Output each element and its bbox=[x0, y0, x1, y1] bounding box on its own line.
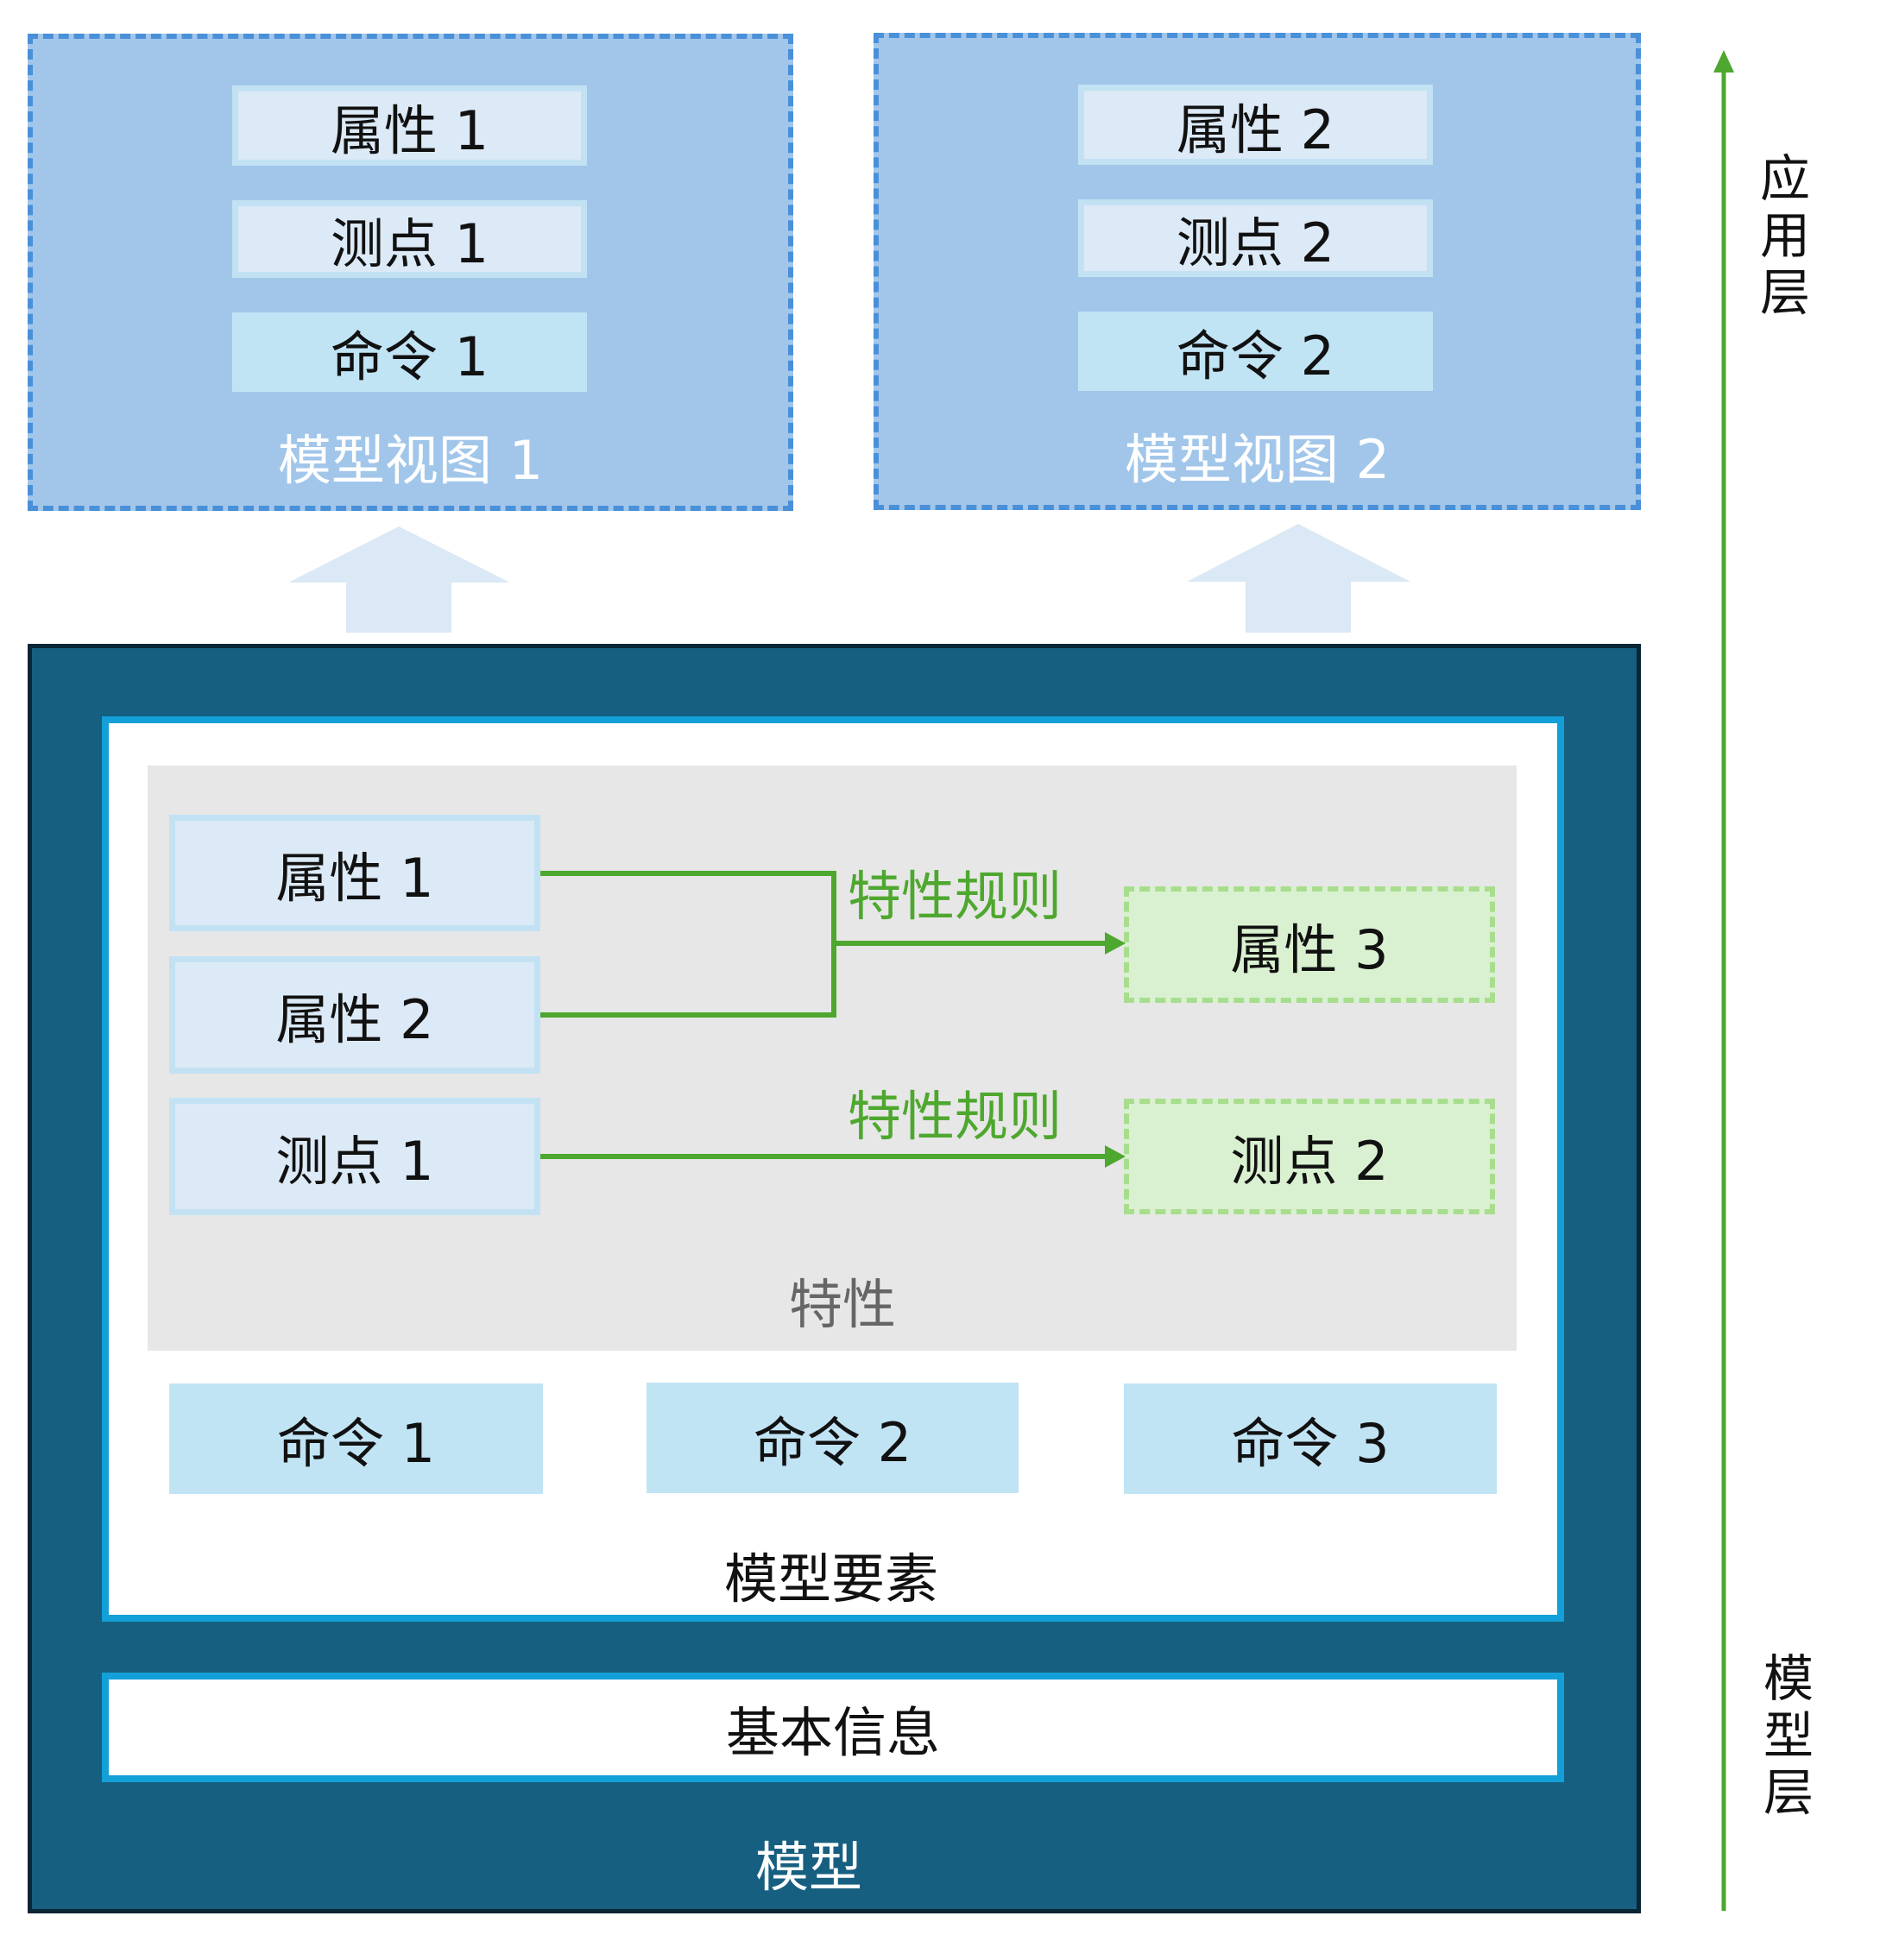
view2-attribute: 属性 2 bbox=[1078, 85, 1433, 165]
target-measure-point-2: 测点 2 bbox=[1124, 1099, 1495, 1214]
view1-title: 模型视图 1 bbox=[277, 428, 544, 492]
source-attribute-1: 属性 1 bbox=[169, 815, 540, 931]
view1-command: 命令 1 bbox=[232, 312, 587, 392]
model-elements-title: 模型要素 bbox=[723, 1547, 938, 1610]
rule-label-1: 特性规则 bbox=[847, 864, 1062, 928]
rule-connector-1 bbox=[540, 871, 836, 1018]
target-attribute-3: 属性 3 bbox=[1124, 886, 1495, 1003]
source-attribute-2: 属性 2 bbox=[169, 956, 540, 1074]
command-1: 命令 1 bbox=[169, 1383, 543, 1494]
up-arrow-icon bbox=[288, 526, 510, 633]
arrowhead-icon bbox=[1105, 1145, 1126, 1168]
command-2: 命令 2 bbox=[647, 1383, 1019, 1493]
model-title: 模型 bbox=[754, 1835, 862, 1899]
view2-title: 模型视图 2 bbox=[1124, 427, 1391, 491]
source-measure-point-1: 测点 1 bbox=[169, 1098, 540, 1215]
application-layer-label: 应用层 bbox=[1751, 152, 1810, 323]
view2-command: 命令 2 bbox=[1078, 312, 1433, 391]
view1-attribute: 属性 1 bbox=[232, 85, 587, 166]
features-title: 特性 bbox=[788, 1272, 896, 1336]
up-arrow-icon bbox=[1187, 524, 1410, 633]
command-3: 命令 3 bbox=[1124, 1383, 1497, 1494]
arrowhead-icon bbox=[1105, 932, 1126, 955]
view2-measure-point: 测点 2 bbox=[1078, 199, 1433, 277]
rule-label-2: 特性规则 bbox=[847, 1084, 1062, 1148]
layer-axis-arrowhead-icon bbox=[1713, 50, 1734, 72]
basic-info: 基本信息 bbox=[102, 1673, 1564, 1782]
view1-measure-point: 测点 1 bbox=[232, 200, 587, 278]
model-layer-label: 模型层 bbox=[1755, 1652, 1814, 1823]
